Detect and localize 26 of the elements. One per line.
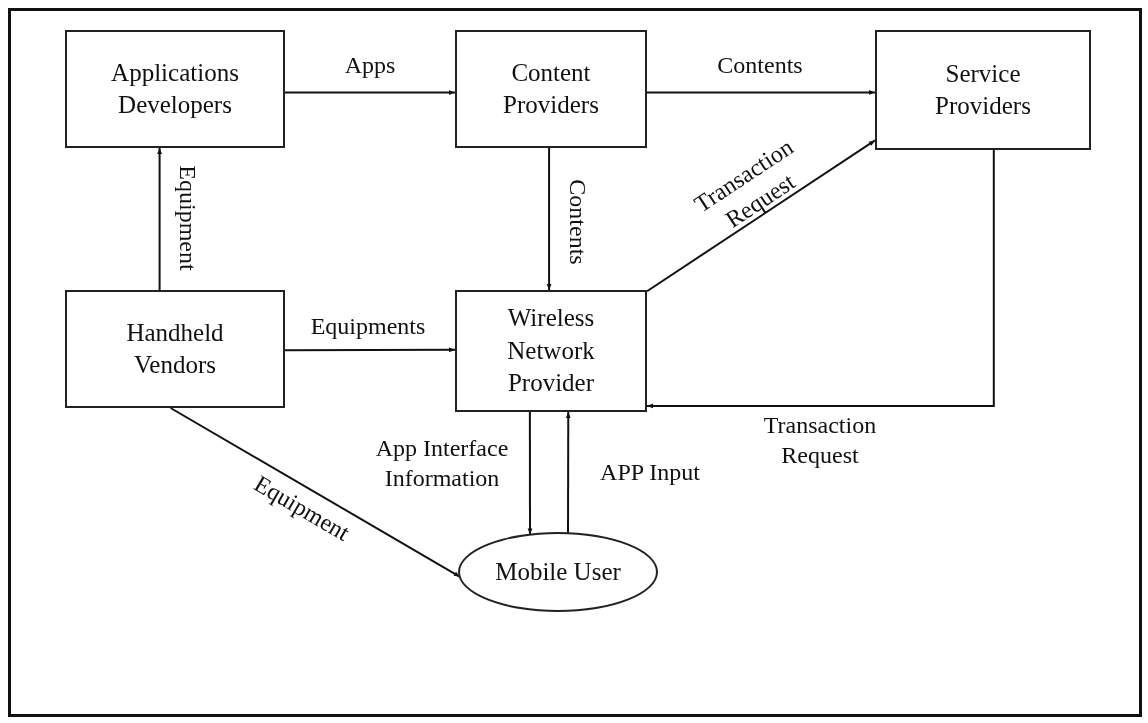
process-box (875, 30, 1091, 150)
arrow (646, 149, 995, 409)
edge-label: Transaction Request (762, 411, 878, 470)
process-box (455, 290, 647, 412)
edge-label: Contents (564, 179, 592, 265)
edge-label: App Interface Information (374, 434, 510, 493)
process-box (455, 30, 647, 148)
node-label: Content Providers (502, 57, 600, 120)
arrow (157, 147, 162, 291)
node-label: Wireless Network Provider (506, 303, 596, 399)
edge-label: Contents (717, 51, 803, 80)
arrow (646, 90, 876, 95)
arrow (284, 90, 456, 95)
edge-label: Apps (344, 51, 396, 80)
edge-label: Equipment (174, 165, 202, 271)
arrow (646, 139, 876, 293)
arrow (284, 347, 456, 353)
node-label: Mobile User (495, 556, 621, 587)
edge-label: Equipments (310, 312, 426, 341)
node-label: Applications Developers (110, 57, 240, 120)
process-box (65, 30, 285, 148)
node-label: Service Providers (934, 58, 1032, 121)
edge-label: APP Input (600, 458, 700, 487)
node-label: Handheld Vendors (125, 317, 225, 380)
process-box (65, 290, 285, 408)
arrow (546, 147, 552, 291)
